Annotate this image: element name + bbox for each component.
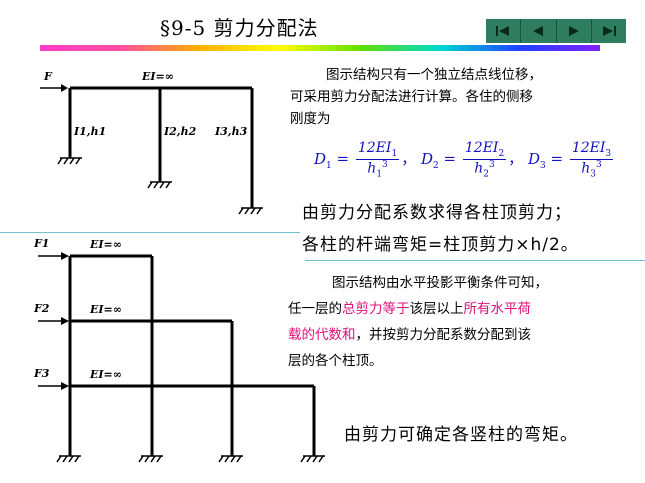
page-title: §9-5 剪力分配法: [160, 16, 319, 40]
mid-text-line1: 由剪力分配系数求得各柱顶剪力；: [302, 203, 572, 223]
multi-story-frame-diagram: F1 F2 F3 EI=∞ EI=∞ EI=∞: [33, 237, 325, 463]
column3-label: I3,h3: [214, 125, 248, 138]
next-page-icon: [568, 26, 579, 36]
column1-label: I1,h1: [73, 125, 106, 138]
formula-d2: D2: [420, 149, 439, 171]
load-f2-label: F2: [33, 302, 50, 315]
conclusion-text: 由剪力可确定各竖柱的弯矩。: [344, 425, 578, 445]
load-f1-label: F1: [33, 237, 49, 250]
formula-d3: D3: [527, 149, 546, 171]
title-underline: [40, 45, 600, 51]
load-f3-label: F3: [33, 367, 50, 380]
beam-label: EI=∞: [141, 70, 174, 83]
beam3-label: EI=∞: [89, 368, 122, 381]
bottom-text-line4: 层的各个柱顶。: [288, 353, 383, 369]
first-page-button[interactable]: [486, 19, 522, 43]
slide-navigation: [486, 19, 626, 43]
bottom-text-line3: 载的代数和，并按剪力分配系数分配到该: [288, 327, 531, 343]
formula-d1: D1: [314, 149, 332, 171]
next-page-button[interactable]: [557, 19, 592, 43]
beam1-label: EI=∞: [89, 238, 122, 251]
beam2-label: EI=∞: [89, 303, 122, 316]
top-text-line3: 刚度为: [290, 111, 331, 127]
mid-text-line2: 各柱的杆端弯矩=柱顶剪力×h/2。: [302, 235, 579, 255]
bottom-text-line2: 任一层的总剪力等于该层以上所有水平荷: [288, 301, 531, 317]
load-arrow-f: [40, 84, 68, 92]
divider-left: [0, 232, 300, 233]
single-story-frame-diagram: F EI=∞ I1,h1 I2,h2 I3,h3: [40, 70, 263, 215]
column2-label: I2,h2: [163, 125, 197, 138]
first-page-icon: [496, 26, 510, 36]
top-text-line2: 可采用剪力分配法进行计算。各住的侧移: [290, 89, 533, 105]
bottom-text-line1: 图示结构由水平投影平衡条件可知，: [332, 275, 548, 291]
load-label: F: [43, 70, 53, 83]
last-page-button[interactable]: [592, 19, 626, 43]
prev-page-button[interactable]: [521, 19, 557, 43]
top-text-line1: 图示结构只有一个独立结点线位移，: [326, 67, 542, 83]
divider-right: [305, 260, 645, 261]
last-page-icon: [602, 26, 616, 36]
prev-page-icon: [533, 26, 544, 36]
